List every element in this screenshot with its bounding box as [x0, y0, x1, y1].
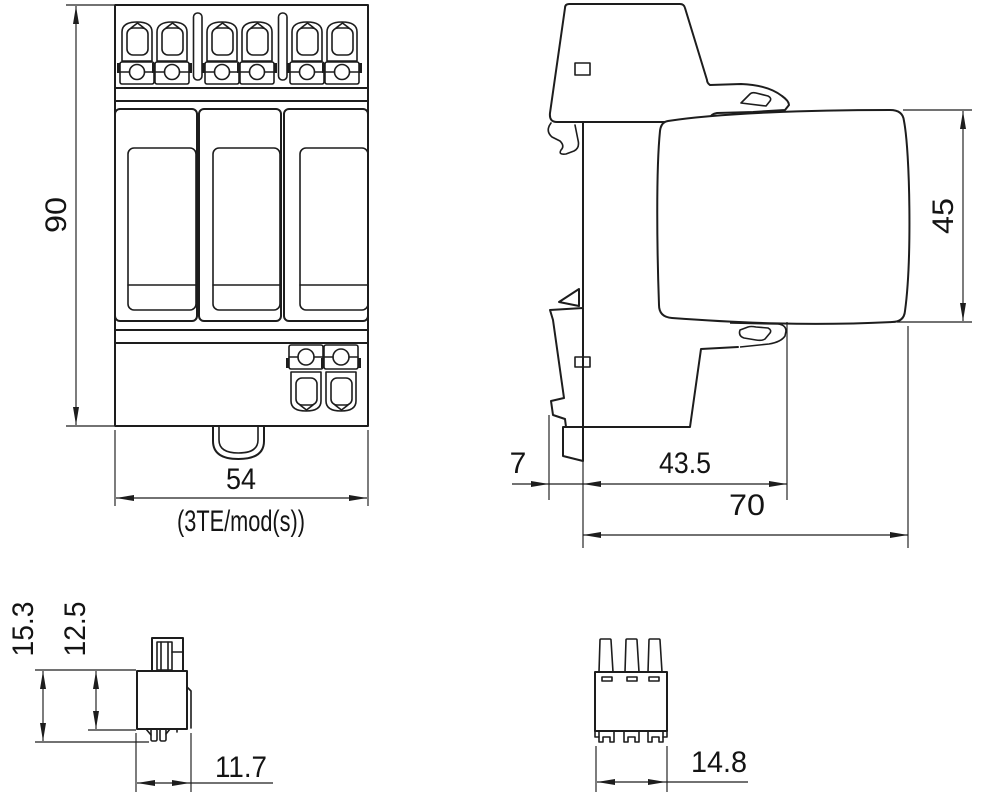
plug-connector-detail-view: 14.8 [594, 638, 748, 792]
lever-tab-slot [156, 641, 173, 671]
lever-width-dim-label: 11.7 [215, 751, 267, 784]
side-total-depth-dim-label: 70 [729, 489, 765, 522]
side-height-dim-label: 45 [927, 198, 960, 234]
module-faces [114, 108, 369, 322]
terminal-divider-slot [192, 12, 203, 81]
front-view-dimensions: 90 54 (3TE/mod(s)) [40, 4, 369, 538]
connector-width-dim-label: 14.8 [691, 746, 747, 779]
side-view: 45 7 43.5 70 [510, 3, 972, 548]
din-rail-clip-front [212, 425, 265, 460]
side-module-body [656, 109, 911, 325]
terminal-divider-slot [277, 12, 288, 81]
side-upper-rail-claw [547, 122, 580, 155]
lever-body [136, 670, 188, 730]
lever-top-tab [151, 637, 184, 672]
lever-body-height-dim-label: 12.5 [59, 602, 92, 657]
connector-dimensions: 14.8 [595, 746, 748, 792]
side-lower-housing-right [582, 346, 739, 428]
release-lever-dimensions: 15.3 12.5 11.7 [7, 602, 273, 792]
side-clip-foot [562, 426, 584, 462]
side-base-depth-dim-label: 43.5 [659, 447, 711, 480]
release-lever-detail-view: 15.3 12.5 11.7 [7, 602, 273, 792]
lever-pins [145, 728, 178, 742]
bottom-terminals [285, 344, 362, 412]
front-height-dim-label: 90 [40, 197, 73, 233]
side-lower-marker-hole [574, 356, 591, 368]
side-clip-hook [558, 288, 580, 307]
connector-prongs [598, 638, 663, 673]
front-view: 90 54 (3TE/mod(s)) [40, 4, 369, 538]
side-view-dimensions: 45 7 43.5 70 [510, 109, 972, 548]
top-terminals [116, 21, 363, 85]
front-top-band-lines [114, 87, 369, 102]
side-upper-latch-hole [740, 91, 772, 107]
connector-body [594, 671, 668, 732]
front-bottom-band-lines [114, 329, 369, 344]
lever-overall-height-dim-label: 15.3 [7, 602, 40, 657]
side-clip-depth-dim-label: 7 [510, 447, 527, 480]
side-upper-marker-hole [574, 62, 591, 76]
connector-feet [594, 730, 668, 743]
front-module-note-label: (3TE/mod(s)) [177, 505, 305, 538]
side-lower-latch-hole [738, 325, 772, 342]
connector-slots [601, 676, 660, 682]
side-upper-housing [548, 3, 790, 123]
front-width-dim-label: 54 [226, 463, 256, 496]
lever-side-strip [186, 686, 192, 729]
